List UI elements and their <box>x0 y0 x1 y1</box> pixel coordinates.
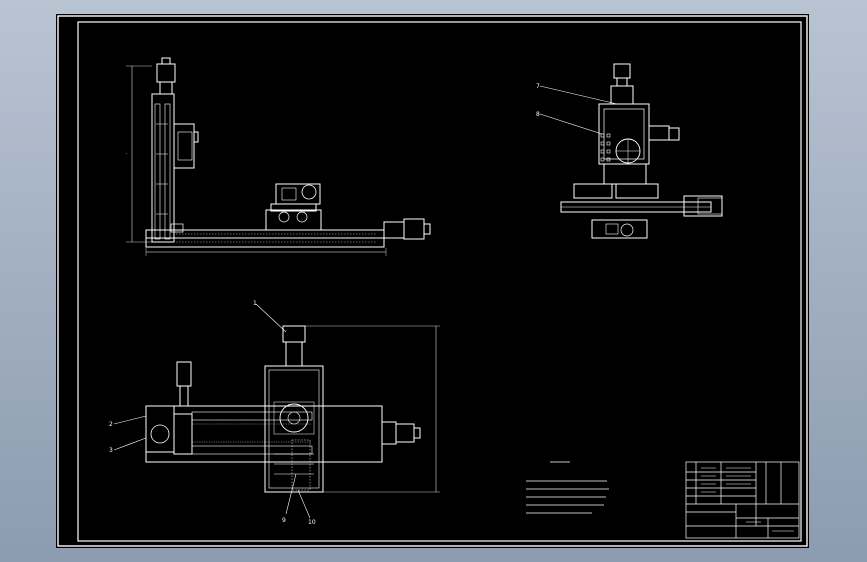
callout-10: 10 <box>308 519 316 526</box>
callout-2: 2 <box>109 421 113 428</box>
technical-notes <box>526 461 609 514</box>
side-view: 7 8 <box>536 63 723 239</box>
top-view: 1 2 3 9 10 <box>109 300 440 526</box>
callout-8: 8 <box>536 111 540 118</box>
inner-border <box>77 21 802 542</box>
callout-7: 7 <box>536 83 540 90</box>
callout-1: 1 <box>253 300 257 307</box>
front-view: · <box>124 57 431 256</box>
callout-9: 9 <box>282 517 286 524</box>
cad-drawing-sheet: · <box>57 15 808 547</box>
svg-text:·: · <box>124 153 129 154</box>
cad-drawing-viewport[interactable]: · <box>56 14 809 548</box>
title-block <box>685 461 800 539</box>
callout-3: 3 <box>109 447 113 454</box>
outer-border <box>57 15 808 547</box>
